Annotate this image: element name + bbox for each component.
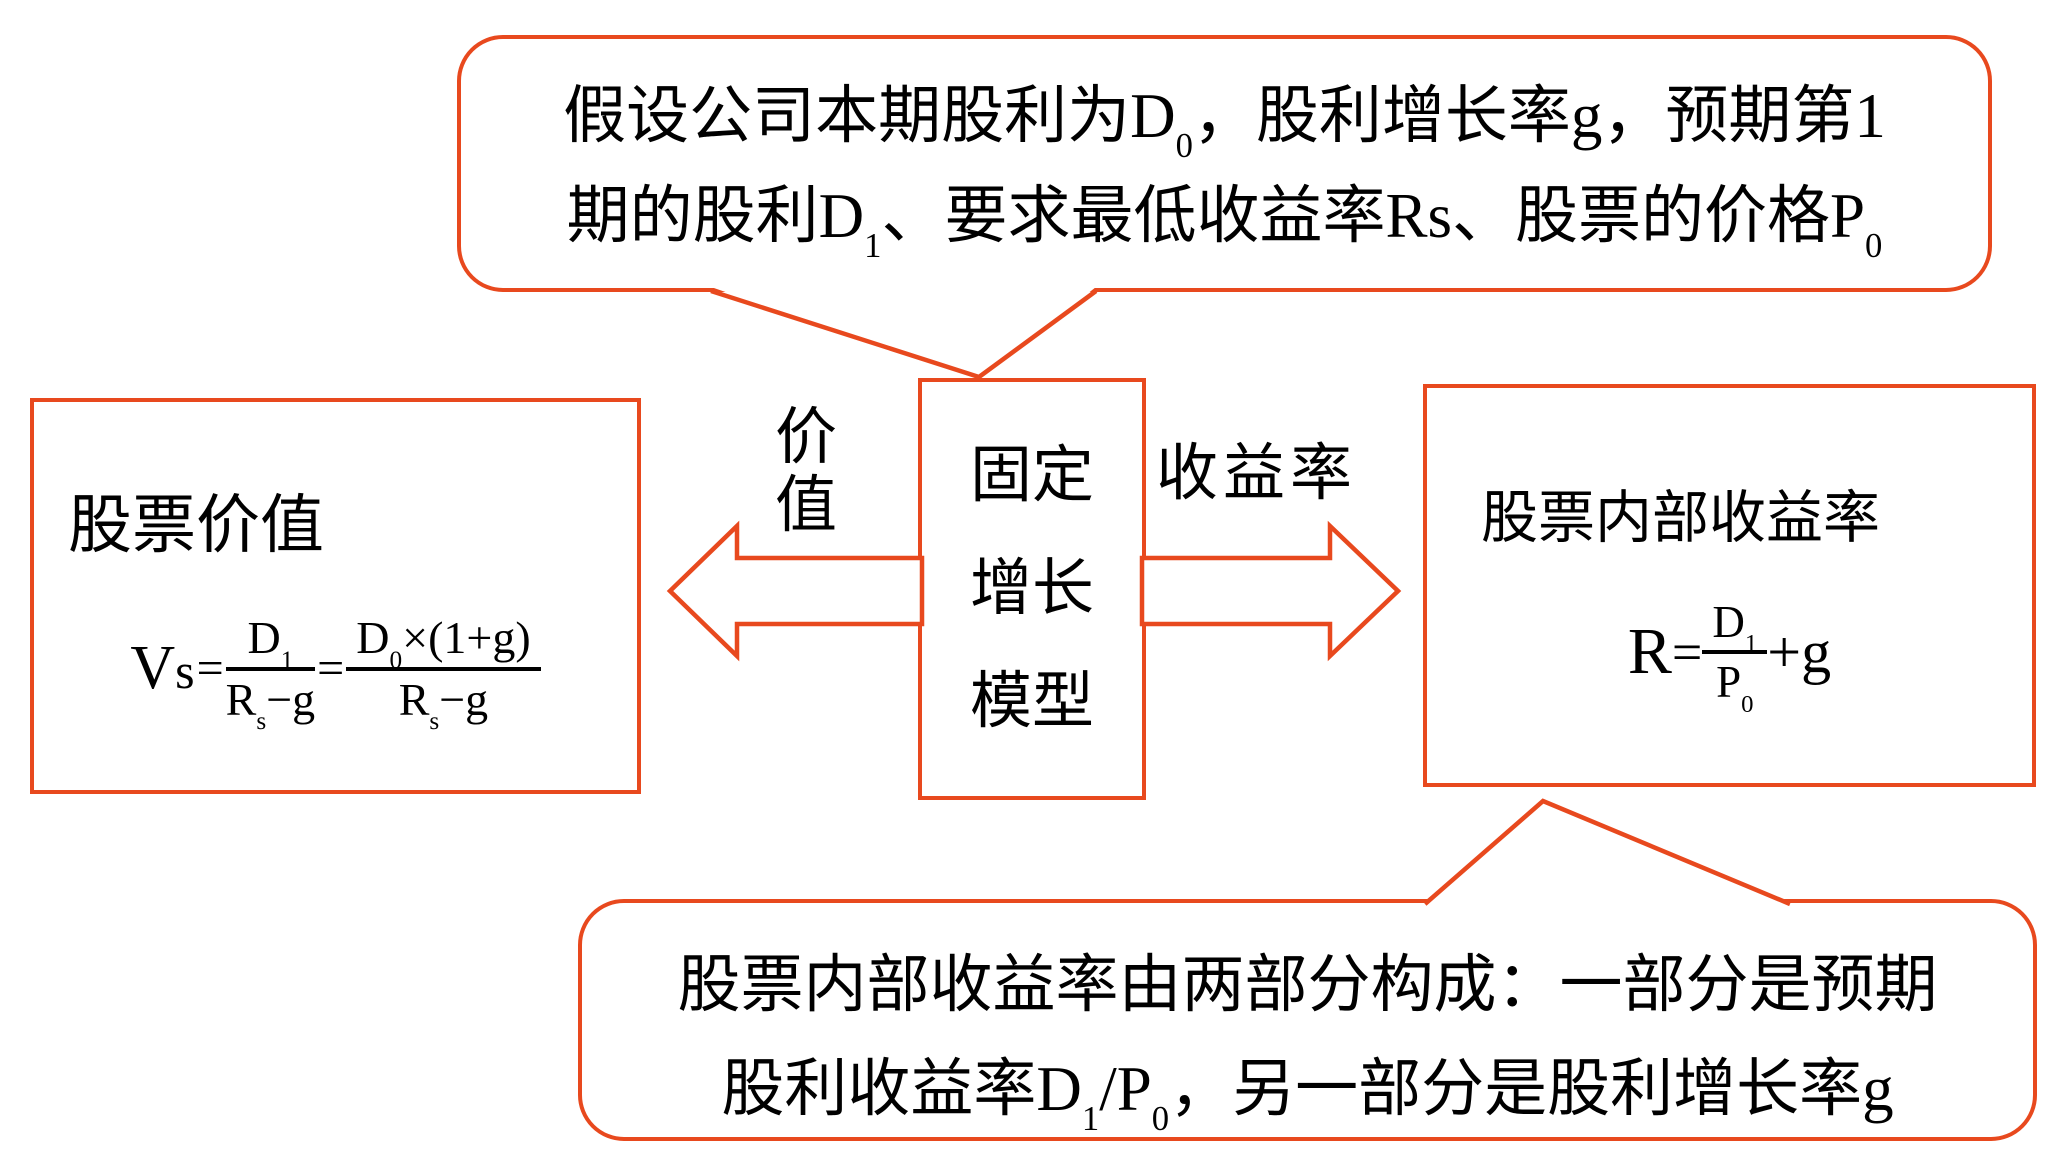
subscript: s — [256, 707, 267, 736]
fraction-d1-over-rsg: D1 Rs−g — [225, 612, 316, 736]
formula-lead: Vs — [130, 634, 195, 703]
fraction-denominator: Rs−g — [398, 673, 489, 736]
subscript: 0 — [389, 645, 403, 674]
top-callout-text: ，股利增长率g，预期第1 — [1192, 81, 1886, 151]
subscript: 1 — [280, 645, 294, 674]
model-box-line: 增长 — [969, 555, 1094, 623]
model-box-line: 模型 — [969, 668, 1094, 736]
subscript: 0 — [1151, 1099, 1170, 1138]
stock-value-box: 股票价值 Vs= D1 Rs−g = D0×(1+g) Rs−g — [30, 398, 641, 794]
top-callout-box: 假设公司本期股利为D0，股利增长率g，预期第1 期的股利D1、要求最低收益率Rs… — [457, 35, 1992, 292]
value-label-char: 价 — [774, 404, 837, 472]
fraction-denominator: Rs−g — [225, 673, 316, 736]
top-callout-text: 期的股利D — [566, 181, 865, 251]
stock-value-formula: Vs= D1 Rs−g = D0×(1+g) Rs−g — [34, 612, 637, 736]
top-callout-line-1: 假设公司本期股利为D0，股利增长率g，预期第1 — [461, 66, 1988, 166]
yield-label: 收益率 — [1156, 440, 1358, 508]
fraction-denominator: P0 — [1716, 657, 1754, 718]
subscript: 1 — [1081, 1099, 1100, 1138]
bottom-callout-text: ，另一部分是股利增长率g — [1169, 1054, 1894, 1124]
subscript: 0 — [1865, 226, 1883, 265]
subscript: s — [429, 707, 440, 736]
formula-lead: R — [1627, 615, 1672, 689]
stock-value-title: 股票价值 — [68, 490, 324, 561]
fraction-numerator: D1 — [225, 612, 316, 674]
equals-sign: = — [196, 642, 224, 696]
left-arrow — [666, 520, 925, 662]
irr-title: 股票内部收益率 — [1481, 487, 1880, 550]
bottom-callout-pointer-fill — [1421, 799, 1794, 907]
fraction-numerator: D0×(1+g) — [346, 612, 541, 674]
equals-sign: = — [317, 642, 345, 696]
irr-formula: R= D1 P0 +g — [1427, 597, 2032, 718]
model-box: 固定 增长 模型 — [918, 378, 1146, 800]
bottom-callout-line-1: 股票内部收益率由两部分构成：一部分是预期 — [677, 950, 1938, 1020]
top-callout-text: 、要求最低收益率Rs、股票的价格P — [881, 181, 1866, 251]
formula-tail: +g — [1767, 618, 1832, 685]
bottom-callout-text: 股利收益率D — [721, 1054, 1082, 1124]
model-box-line: 固定 — [969, 442, 1094, 510]
value-label: 价 值 — [760, 404, 852, 540]
subscript: 1 — [864, 226, 882, 265]
bottom-callout-box: 股票内部收益率由两部分构成：一部分是预期 股利收益率D1/P0，另一部分是股利增… — [578, 899, 2037, 1141]
top-callout-line-2: 期的股利D1、要求最低收益率Rs、股票的价格P0 — [461, 166, 1988, 266]
subscript: 0 — [1741, 690, 1754, 718]
subscript: 1 — [1744, 630, 1758, 658]
fraction-numerator: D1 — [1702, 597, 1768, 658]
fraction-d1-over-p0: D1 P0 — [1702, 597, 1768, 718]
value-label-char: 值 — [774, 472, 837, 540]
bottom-callout-pointer — [1423, 798, 1791, 907]
top-callout-text: 假设公司本期股利为D — [563, 81, 1176, 151]
bottom-callout-text: /P — [1099, 1054, 1152, 1124]
fraction-d0g-over-rsg: D0×(1+g) Rs−g — [346, 612, 541, 736]
bottom-callout-line-2: 股利收益率D1/P0，另一部分是股利增长率g — [582, 1037, 2033, 1141]
subscript: 0 — [1175, 126, 1193, 165]
right-arrow — [1139, 520, 1402, 662]
equals-sign: = — [1671, 622, 1703, 683]
top-callout-pointer-fill — [711, 287, 1096, 379]
irr-box: 股票内部收益率 R= D1 P0 +g — [1423, 384, 2036, 787]
top-callout-pointer — [710, 288, 1098, 380]
